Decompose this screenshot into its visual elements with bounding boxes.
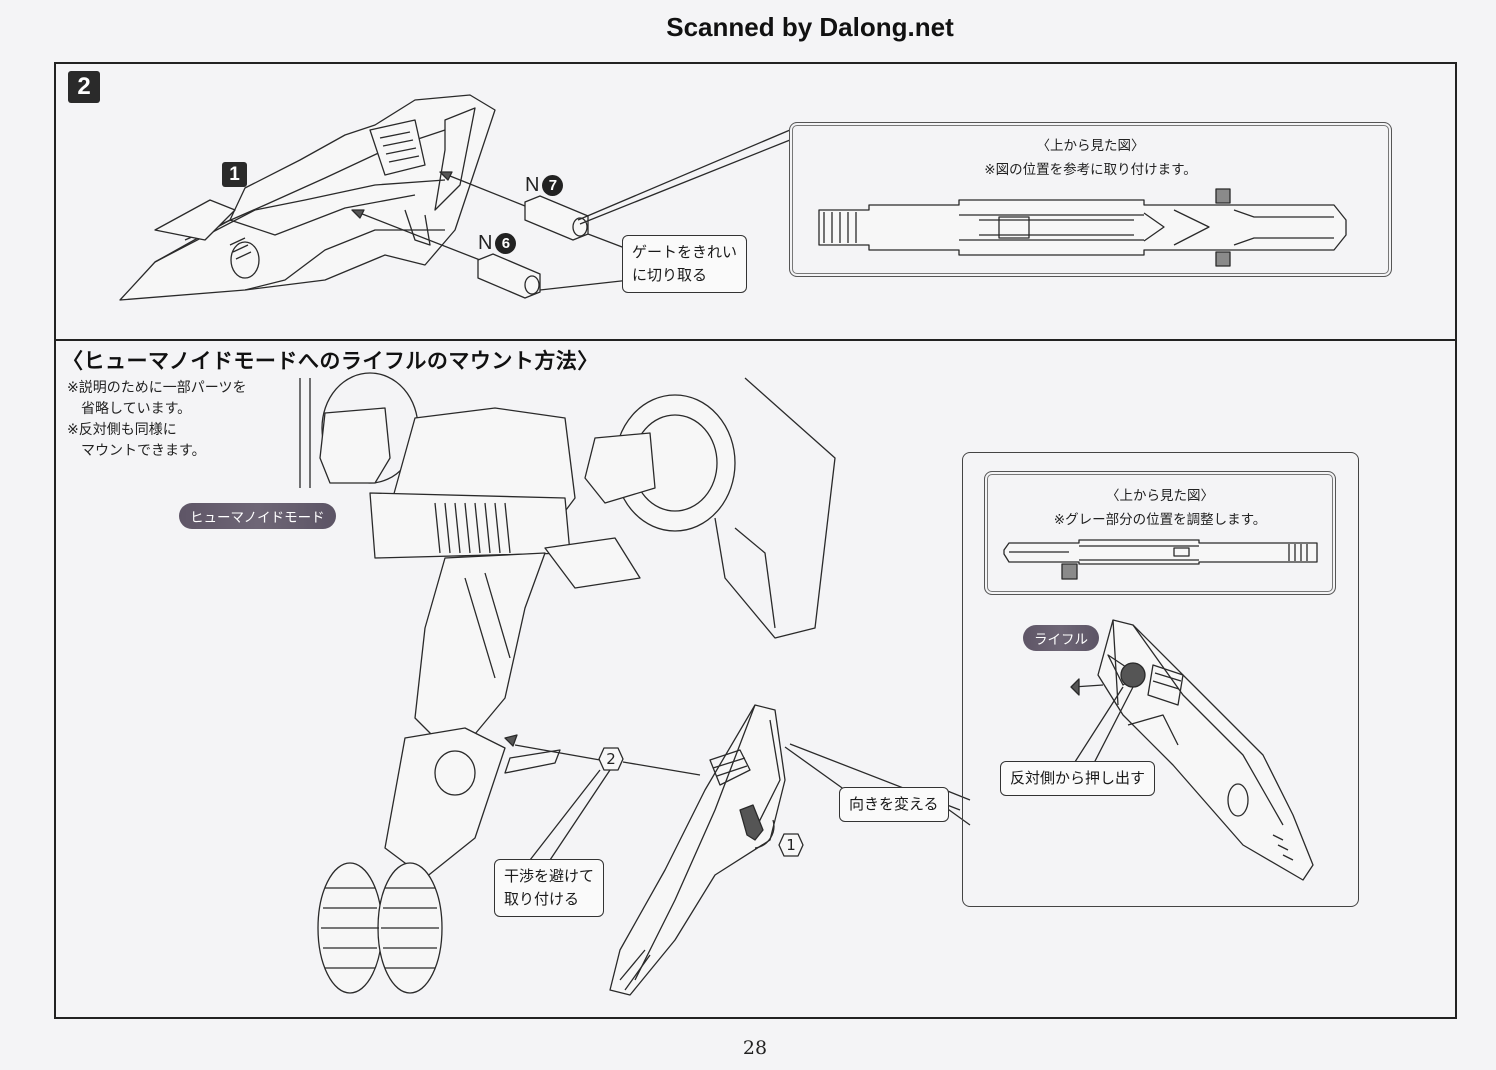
humanoid-robot-illustration bbox=[299, 372, 836, 994]
rifle-top-view-diagram bbox=[818, 188, 1347, 267]
page-number: 28 bbox=[742, 1037, 768, 1059]
marker-number: 2 bbox=[606, 750, 616, 768]
inset-note: ※図の位置を参考に取り付けます。 bbox=[984, 162, 1197, 178]
callout-line: 取り付ける bbox=[504, 890, 580, 908]
gate-trim-callout: ゲートをきれい に切り取る bbox=[622, 235, 748, 293]
subassembly-badge: 1 bbox=[222, 162, 247, 187]
mount-detail-box: 〈上から見た図〉 ※グレー部分の位置を調整します。 ライフル 反対側から押し出す bbox=[962, 452, 1359, 907]
note-line: ※反対側も同様に bbox=[67, 422, 177, 438]
marker-number: 1 bbox=[786, 836, 796, 854]
inset-title: 〈上から見た図〉 bbox=[1036, 138, 1145, 154]
note-line: ※説明のために一部パーツを bbox=[67, 380, 247, 396]
assembly-arrows bbox=[351, 171, 531, 261]
rifle-top-view-diagram bbox=[1003, 539, 1318, 580]
rifle-assembly-illustration bbox=[119, 94, 496, 301]
section-divider bbox=[54, 339, 1457, 341]
callout-line: 干渉を避けて bbox=[504, 867, 595, 885]
hex-spacer-parts bbox=[477, 129, 791, 299]
step-number-badge: 2 bbox=[68, 71, 100, 103]
top-view-inset: 〈上から見た図〉 ※図の位置を参考に取り付けます。 bbox=[789, 122, 1392, 277]
humanoid-mode-label: ヒューマノイドモード bbox=[179, 503, 336, 529]
callout-line: に切り取る bbox=[632, 266, 708, 284]
inset-title: 〈上から見た図〉 bbox=[1106, 488, 1214, 504]
part-label-n7: N 7 bbox=[525, 174, 564, 197]
notes-block: ※説明のために一部パーツを 省略しています。 ※反対側も同様に マウントできます… bbox=[67, 378, 246, 462]
top-view-inset: 〈上から見た図〉 ※グレー部分の位置を調整します。 bbox=[984, 471, 1336, 595]
part-letter: N bbox=[525, 174, 540, 196]
rifle-mount-illustration bbox=[609, 704, 786, 996]
rifle-side-illustration bbox=[1070, 619, 1314, 881]
note-line: マウントできます。 bbox=[81, 443, 206, 459]
section-title: 〈ヒューマノイドモードへのライフルのマウント方法〉 bbox=[62, 349, 599, 373]
part-letter: N bbox=[478, 232, 493, 254]
step-marker-2: 2 bbox=[598, 747, 624, 771]
callout-line: ゲートをきれい bbox=[632, 243, 738, 261]
rifle-label: ライフル bbox=[1023, 625, 1099, 651]
part-number-badge: 7 bbox=[542, 175, 564, 196]
scanner-watermark: Scanned by Dalong.net bbox=[666, 12, 954, 42]
inset-note: ※グレー部分の位置を調整します。 bbox=[1053, 512, 1267, 528]
step-marker-1: 1 bbox=[778, 833, 804, 857]
part-number-badge: 6 bbox=[495, 233, 517, 254]
push-out-callout: 反対側から押し出す bbox=[1000, 761, 1156, 796]
avoid-interference-callout: 干渉を避けて 取り付ける bbox=[494, 859, 605, 917]
change-direction-callout: 向きを変える bbox=[839, 787, 949, 822]
part-label-n6: N 6 bbox=[478, 232, 517, 255]
note-line: 省略しています。 bbox=[81, 401, 192, 417]
page-frame bbox=[54, 62, 1457, 1019]
